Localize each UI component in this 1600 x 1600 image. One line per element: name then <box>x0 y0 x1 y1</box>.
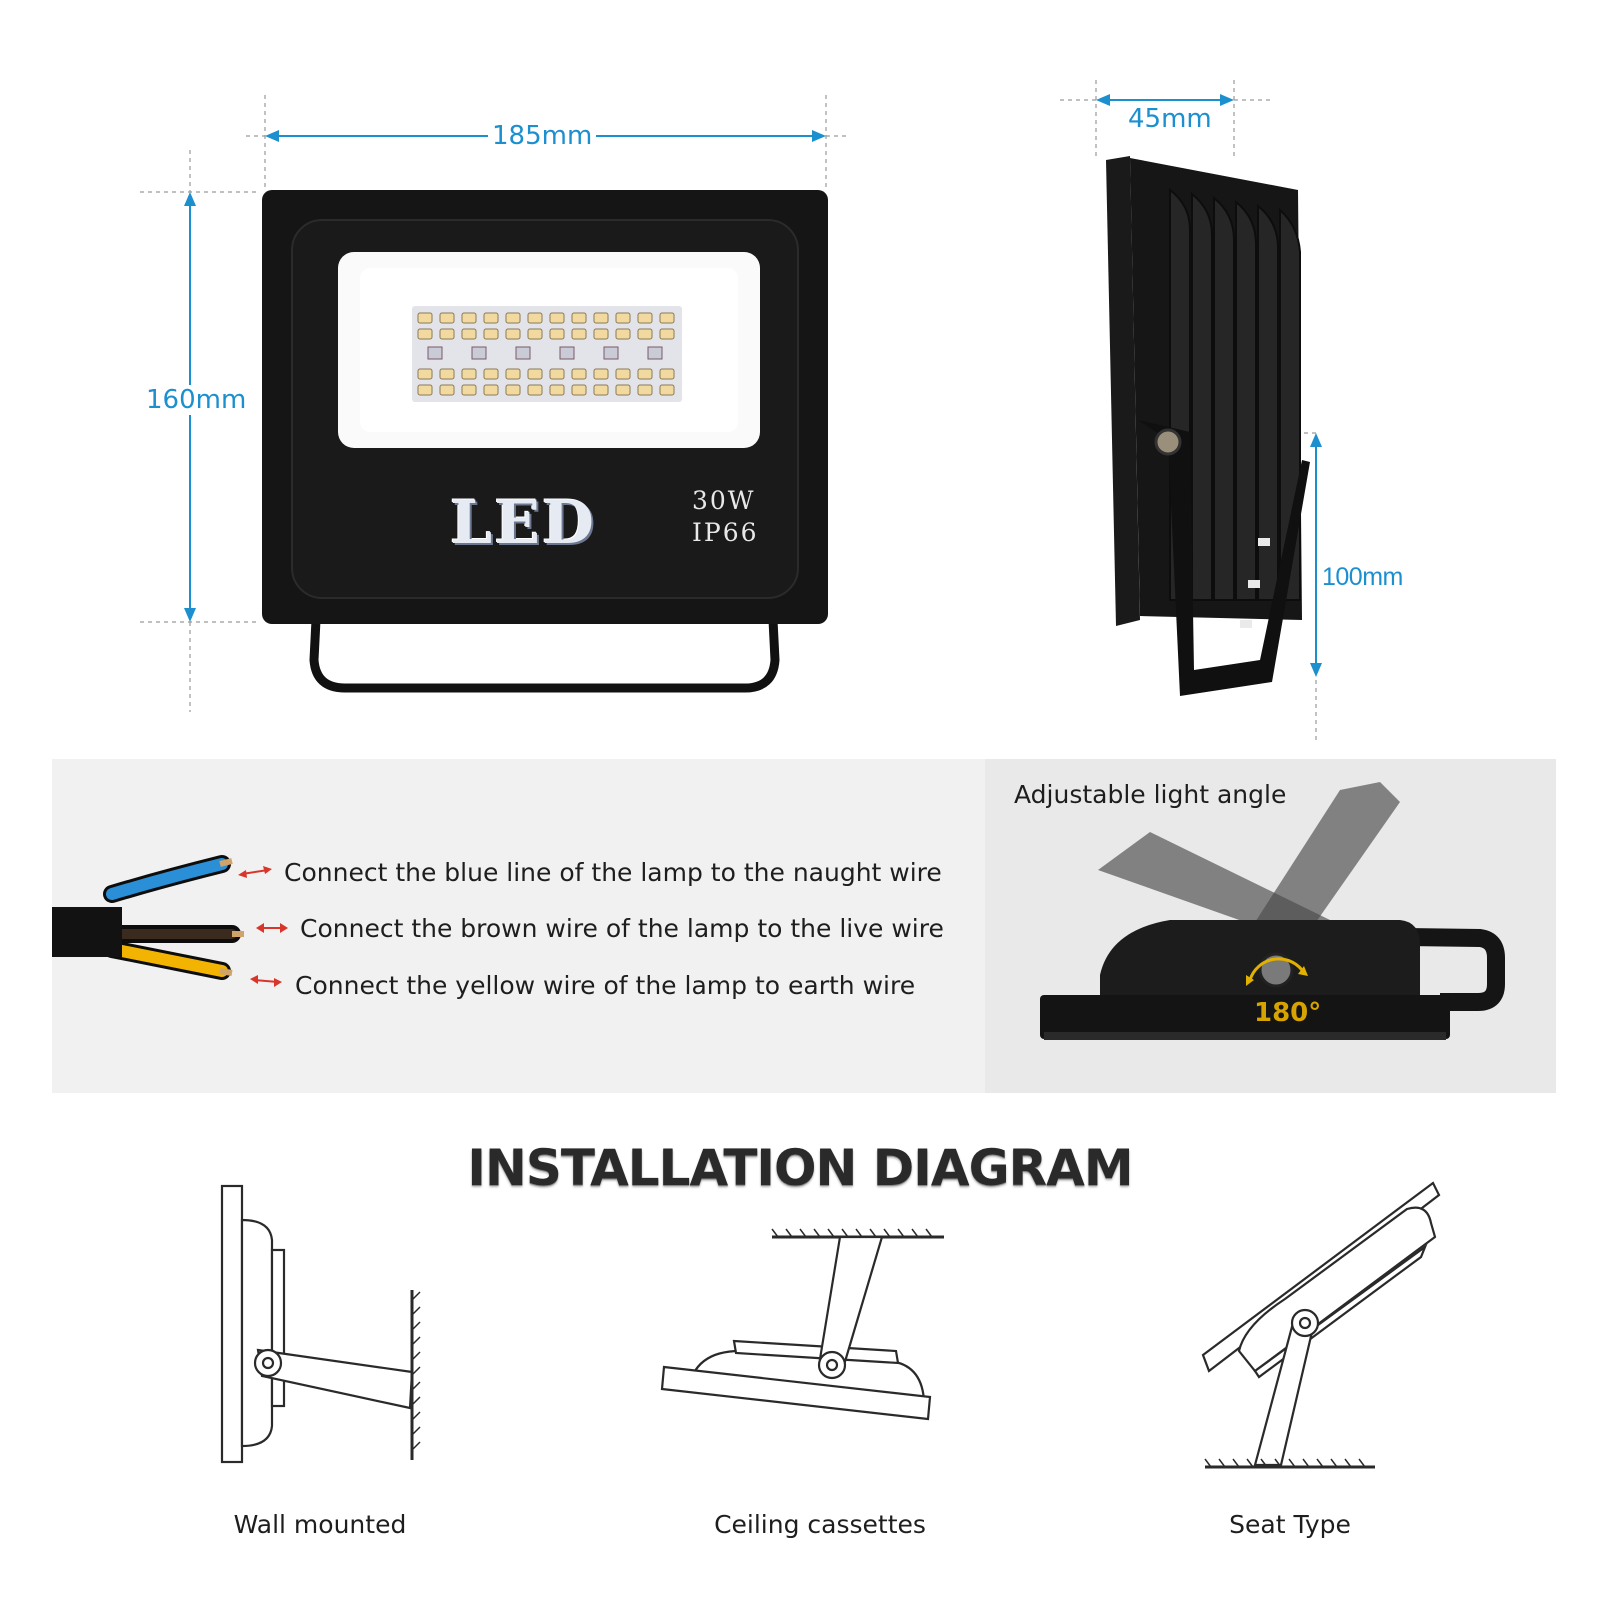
front-bracket <box>309 619 780 693</box>
led-chip <box>549 368 565 380</box>
led-chip <box>637 368 653 380</box>
led-chip <box>417 312 433 324</box>
led-chip <box>659 368 675 380</box>
led-chip <box>527 328 543 340</box>
height-dimension: 160mm <box>142 385 251 415</box>
caption-wall-mounted: Wall mounted <box>233 1510 407 1539</box>
led-chip <box>505 328 521 340</box>
cable-jacket <box>52 907 122 957</box>
led-board <box>412 306 682 402</box>
led-logo-text: LED <box>450 488 596 558</box>
led-chip <box>417 384 433 396</box>
led-chip <box>593 368 609 380</box>
rgb-chip <box>427 346 443 360</box>
led-chip <box>417 368 433 380</box>
led-chip <box>659 312 675 324</box>
led-chip <box>549 384 565 396</box>
power-rating: 30W <box>692 486 756 515</box>
seat-type-diagram <box>1201 1181 1441 1469</box>
led-chip <box>461 384 477 396</box>
led-chip <box>527 312 543 324</box>
led-chip <box>659 384 675 396</box>
led-chip <box>615 312 631 324</box>
led-chip <box>483 384 499 396</box>
led-chip <box>593 312 609 324</box>
wall-mounted-diagram <box>220 1184 421 1464</box>
led-chip <box>659 328 675 340</box>
led-chip <box>549 312 565 324</box>
ip-rating: IP66 <box>692 518 759 547</box>
installation-title: INSTALLATION DIAGRAM <box>467 1139 1133 1197</box>
led-chip <box>571 312 587 324</box>
rgb-chip <box>515 346 531 360</box>
side-bracket <box>1138 420 1310 696</box>
depth-dimension: 45mm <box>1124 104 1216 134</box>
led-chip <box>439 328 455 340</box>
bracket-dimension: 100mm <box>1320 562 1405 592</box>
led-chip <box>505 384 521 396</box>
led-chip <box>571 328 587 340</box>
led-chip <box>505 312 521 324</box>
rgb-chip <box>471 346 487 360</box>
connection-arrows <box>238 866 288 987</box>
led-chip <box>483 312 499 324</box>
side-front-plate <box>1106 156 1140 626</box>
led-chip <box>571 384 587 396</box>
led-chip <box>549 328 565 340</box>
led-chip <box>439 368 455 380</box>
cable-diagram <box>52 855 244 980</box>
caption-ceiling-cassettes: Ceiling cassettes <box>714 1510 926 1539</box>
bracket-screw <box>1154 428 1182 456</box>
led-chip <box>593 384 609 396</box>
width-dimension: 185mm <box>488 121 597 151</box>
side-view-diagram <box>1060 80 1322 740</box>
wiring-instruction-brown: Connect the brown wire of the lamp to th… <box>300 914 944 943</box>
led-chip <box>615 384 631 396</box>
led-chip <box>505 368 521 380</box>
rgb-chip <box>559 346 575 360</box>
led-chip <box>483 328 499 340</box>
led-chip <box>439 384 455 396</box>
angle-lamp-body <box>1100 920 1420 1002</box>
led-chip <box>461 312 477 324</box>
wiring-instruction-blue: Connect the blue line of the lamp to the… <box>284 858 942 887</box>
led-chip <box>417 328 433 340</box>
led-chip <box>637 328 653 340</box>
led-chip <box>615 368 631 380</box>
led-chip <box>439 312 455 324</box>
rgb-chip <box>603 346 619 360</box>
caption-seat-type: Seat Type <box>1229 1510 1351 1539</box>
led-chip <box>527 384 543 396</box>
led-chip <box>593 328 609 340</box>
led-chip <box>637 384 653 396</box>
led-chip <box>527 368 543 380</box>
ceiling-diagram <box>660 1228 944 1421</box>
angle-title: Adjustable light angle <box>1014 780 1287 809</box>
rgb-chip <box>647 346 663 360</box>
led-chip <box>461 368 477 380</box>
adjustable-angle-diagram <box>1040 782 1505 1040</box>
wiring-instruction-yellow: Connect the yellow wire of the lamp to e… <box>295 971 916 1000</box>
led-chip <box>637 312 653 324</box>
led-chip <box>571 368 587 380</box>
led-chip <box>615 328 631 340</box>
front-view-diagram <box>140 95 850 712</box>
angle-value: 180° <box>1254 998 1322 1028</box>
led-chip <box>461 328 477 340</box>
led-chip <box>483 368 499 380</box>
